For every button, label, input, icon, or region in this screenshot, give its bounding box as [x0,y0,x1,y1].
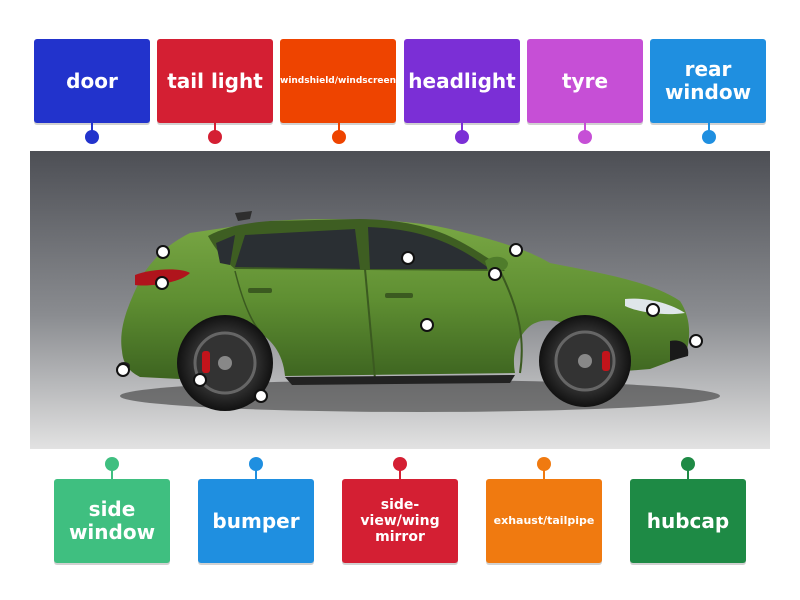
label-tile-side-window[interactable]: side window [54,479,170,563]
hotspot-exhaust[interactable] [116,363,130,377]
hotspot-door[interactable] [420,318,434,332]
label-tile-door[interactable]: door [34,39,150,123]
label-tile-rear-window[interactable]: rear window [650,39,766,123]
hotspot-bumper[interactable] [689,334,703,348]
hotspot-rear-window[interactable] [156,245,170,259]
label-tile-side-mirror[interactable]: side-view/wing mirror [342,479,458,563]
car-illustration [30,151,770,449]
hotspot-windshield[interactable] [509,243,523,257]
hotspot-tyre[interactable] [254,389,268,403]
hotspot-tail-light[interactable] [155,276,169,290]
hotspot-hubcap[interactable] [193,373,207,387]
label-tile-headlight[interactable]: headlight [404,39,520,123]
label-tile-exhaust[interactable]: exhaust/tailpipe [486,479,602,563]
label-tile-windshield[interactable]: windshield/windscreen [280,39,396,123]
label-tile-tyre[interactable]: tyre [527,39,643,123]
label-tile-hubcap[interactable]: hubcap [630,479,746,563]
car-image [30,151,770,449]
label-tile-tail-light[interactable]: tail light [157,39,273,123]
hotspot-headlight[interactable] [646,303,660,317]
hotspot-side-mirror[interactable] [488,267,502,281]
label-tile-bumper[interactable]: bumper [198,479,314,563]
hotspot-side-window[interactable] [401,251,415,265]
